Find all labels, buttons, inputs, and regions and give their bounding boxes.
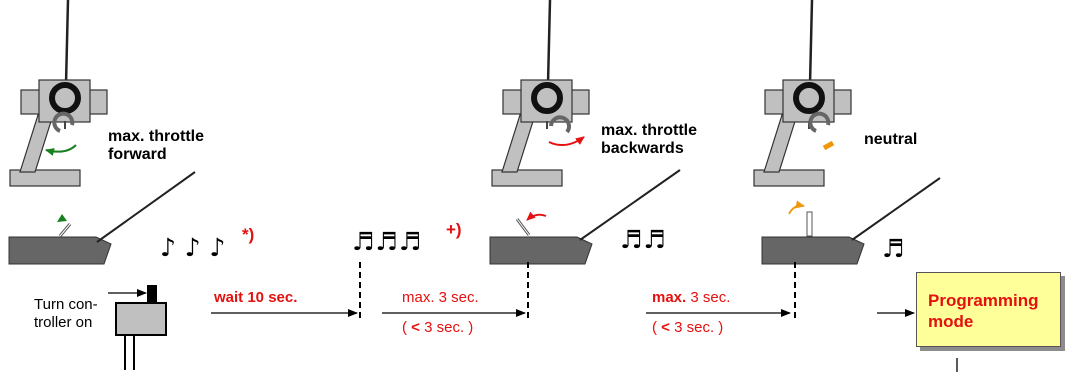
footnote-mark-1: *): [242, 225, 255, 244]
step3-label: neutral: [864, 131, 918, 148]
segment2-max-label: max. 3 sec.: [402, 289, 479, 306]
throttle-trigger-2: [549, 115, 571, 134]
boat-3: [761, 177, 941, 265]
red-throttle-indicator: [526, 211, 547, 221]
programming-mode-label: Programming mode: [928, 291, 1039, 331]
beeps-step1: ♪ ♪ ♪: [160, 233, 226, 262]
segment3-max-label: max. 3 sec.: [652, 289, 731, 306]
step1-label: max. throttle forward: [108, 128, 205, 164]
throttle-trigger-3: [808, 111, 831, 133]
segment3-min-label: ( < 3 sec. ): [652, 319, 724, 336]
red-backward-arrow: [548, 136, 585, 147]
controller: [108, 285, 167, 370]
transmitter-3: [754, 0, 851, 186]
green-forward-arrow: [45, 144, 77, 156]
wait-label: wait 10 sec.: [214, 289, 298, 306]
transmitter-1: [10, 0, 107, 186]
boat-2: [489, 169, 681, 265]
segment2-min-label: ( < 3 sec. ): [402, 319, 474, 336]
orange-neutral-mark: [822, 140, 835, 151]
beeps-step2: ♬♬♬: [352, 227, 423, 256]
green-throttle-indicator: [57, 214, 67, 222]
step2-label: max. throttle backwards: [601, 122, 698, 158]
orange-throttle-indicator: [788, 200, 805, 215]
footnote-mark-2: +): [446, 220, 462, 239]
boat-1: [8, 171, 196, 265]
transmitter-2: [492, 0, 589, 186]
turn-on-label: Turn con- troller on: [34, 296, 98, 331]
throttle-trigger-1: [52, 111, 75, 133]
timeline: [211, 262, 958, 372]
beeps-step4: ♬: [882, 234, 905, 263]
beeps-step3: ♬♬: [620, 225, 667, 254]
programming-mode-box: Programming mode: [916, 272, 1061, 347]
